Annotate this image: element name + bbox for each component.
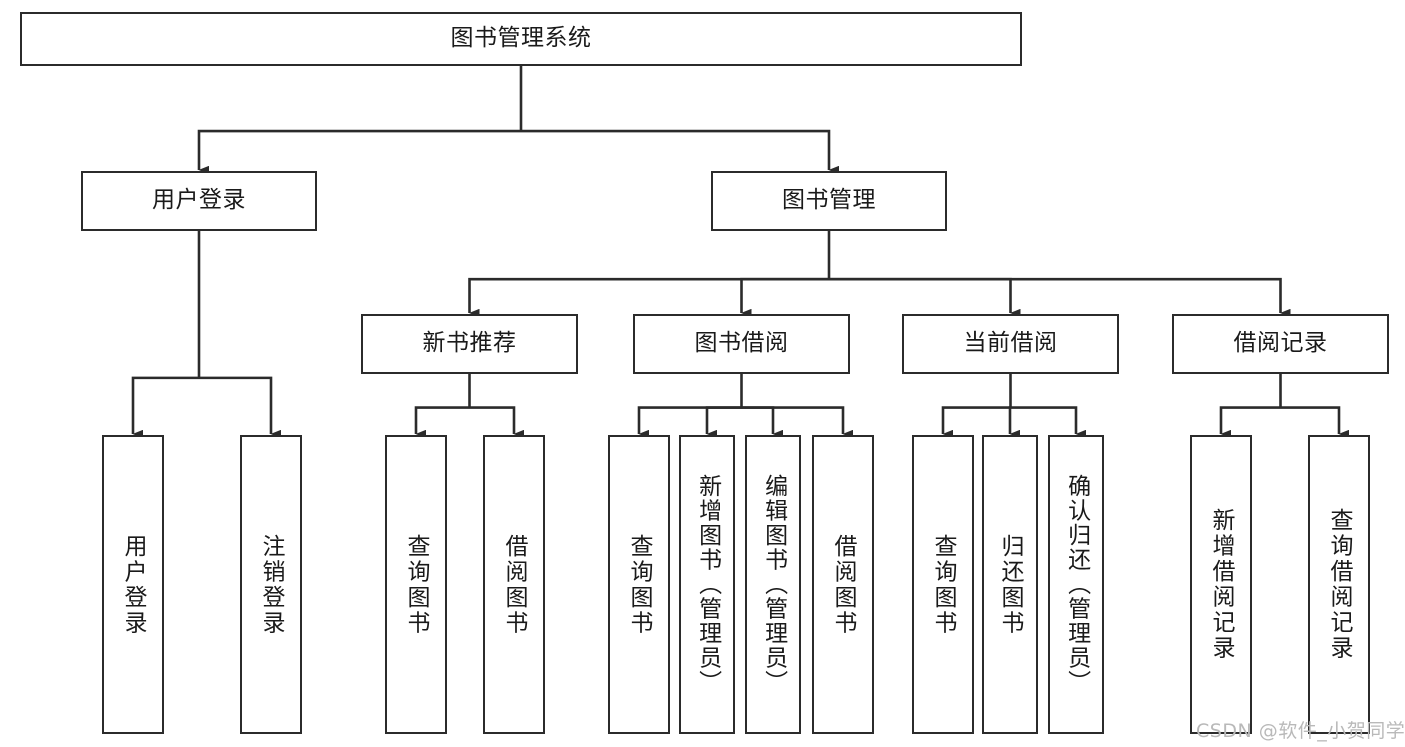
node-root[interactable]: 图书管理系统 <box>20 12 1022 66</box>
csdn-watermark: CSDN @软件_小贺同学 <box>1196 720 1405 742</box>
node-label: 图书借阅 <box>694 330 789 357</box>
node-book-borrow[interactable]: 图书借阅 <box>633 314 850 374</box>
node-label: 新增图书（管理员） <box>694 474 721 695</box>
connector-arrow <box>521 129 839 175</box>
node-label: 借阅记录 <box>1233 330 1328 357</box>
node-leaf-confirm-return[interactable]: 确认归还（管理员） <box>1048 435 1104 734</box>
node-label: 借阅图书 <box>501 533 528 636</box>
connector-arrow <box>941 406 1011 439</box>
connector-arrow <box>414 406 470 439</box>
node-leaf-add-record[interactable]: 新增借阅记录 <box>1190 435 1252 734</box>
node-user-login[interactable]: 用户登录 <box>81 171 317 231</box>
connector-arrow <box>829 277 1291 318</box>
connector-arrow <box>1219 406 1281 439</box>
node-leaf-query-book-3[interactable]: 查询图书 <box>912 435 974 734</box>
node-book-manage[interactable]: 图书管理 <box>711 171 947 231</box>
connector-arrow <box>741 406 853 439</box>
node-borrow-record[interactable]: 借阅记录 <box>1172 314 1389 374</box>
connector-arrow <box>1010 406 1086 439</box>
node-leaf-borrow-book-1[interactable]: 借阅图书 <box>483 435 545 734</box>
node-leaf-query-book-2[interactable]: 查询图书 <box>608 435 670 734</box>
node-leaf-borrow-book-2[interactable]: 借阅图书 <box>812 435 874 734</box>
node-label: 查询图书 <box>403 533 430 636</box>
node-leaf-add-book[interactable]: 新增图书（管理员） <box>679 435 735 734</box>
node-label: 新增借阅记录 <box>1208 508 1235 661</box>
node-label: 编辑图书（管理员） <box>760 474 787 695</box>
connector-arrow <box>1008 406 1020 439</box>
node-label: 新书推荐 <box>422 330 517 357</box>
connector-arrow <box>468 277 829 318</box>
node-label: 归还图书 <box>997 533 1024 636</box>
node-leaf-query-book-1[interactable]: 查询图书 <box>385 435 447 734</box>
node-label: 图书管理系统 <box>450 25 592 52</box>
node-label: 用户登录 <box>120 533 147 636</box>
connector-arrow <box>199 376 281 439</box>
connector-arrow <box>741 406 783 439</box>
node-label: 当前借阅 <box>963 330 1058 357</box>
node-current-borrow[interactable]: 当前借阅 <box>902 314 1119 374</box>
node-leaf-edit-book[interactable]: 编辑图书（管理员） <box>745 435 801 734</box>
node-label: 查询借阅记录 <box>1326 508 1353 661</box>
connector-arrow <box>131 376 199 439</box>
node-label: 确认归还（管理员） <box>1063 474 1090 695</box>
node-leaf-logout[interactable]: 注销登录 <box>240 435 302 734</box>
connector-arrow <box>469 406 524 439</box>
node-label: 查询图书 <box>930 533 957 636</box>
node-label: 用户登录 <box>152 187 246 214</box>
node-label: 注销登录 <box>258 533 285 636</box>
connector-arrow <box>1280 406 1349 439</box>
connector-arrow <box>637 406 742 439</box>
node-leaf-user-login[interactable]: 用户登录 <box>102 435 164 734</box>
node-label: 借阅图书 <box>830 533 857 636</box>
connector-arrow <box>197 129 521 175</box>
node-label: 图书管理 <box>782 187 876 214</box>
connector-arrow <box>705 406 742 439</box>
node-new-book-rec[interactable]: 新书推荐 <box>361 314 578 374</box>
node-leaf-query-record[interactable]: 查询借阅记录 <box>1308 435 1370 734</box>
connector-arrow <box>829 277 1021 318</box>
node-label: 查询图书 <box>626 533 653 636</box>
node-leaf-return-book[interactable]: 归还图书 <box>982 435 1038 734</box>
connector-arrow <box>740 277 829 318</box>
